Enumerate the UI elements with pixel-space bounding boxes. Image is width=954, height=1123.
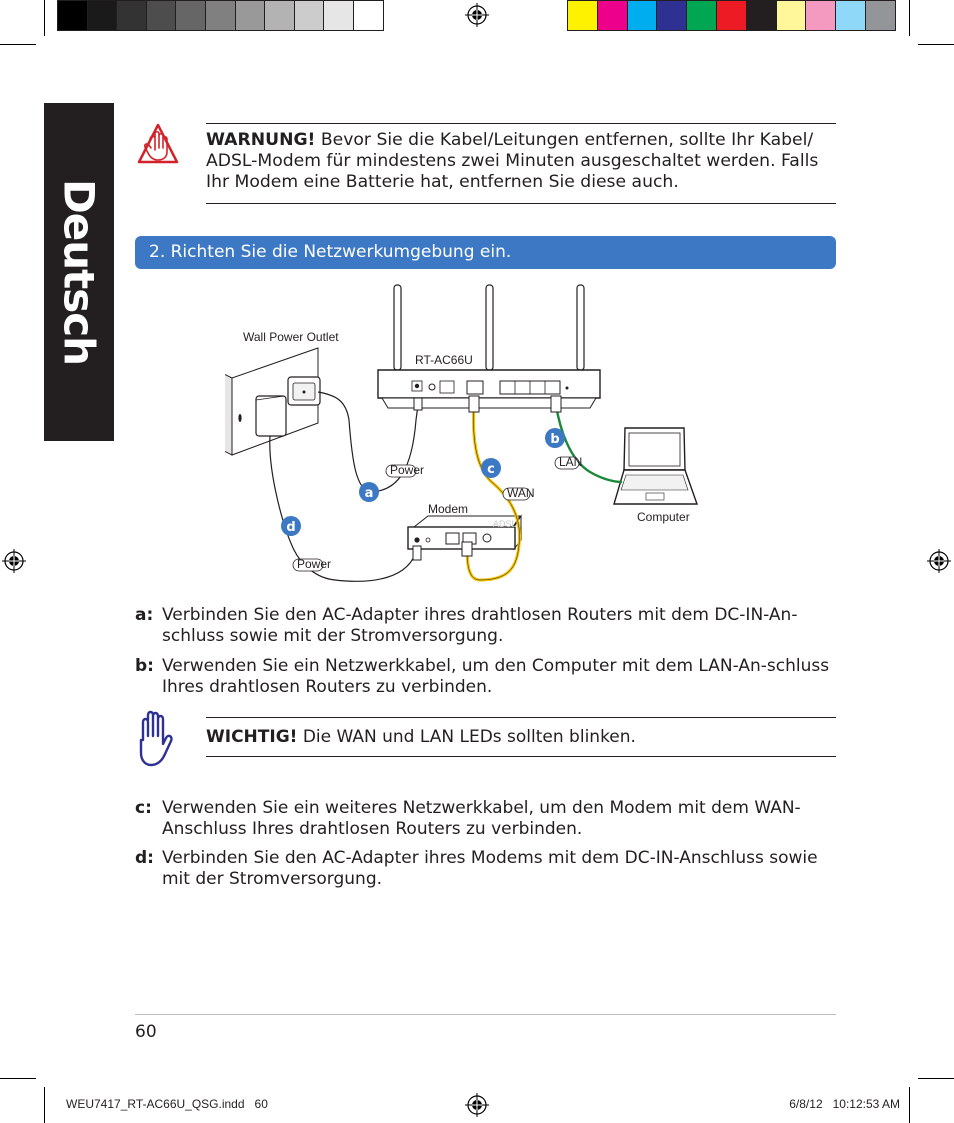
- instruction-c: c: Verwenden Sie ein weiteres Netzwerkka…: [135, 798, 835, 842]
- lan-tag: LAN: [559, 455, 582, 469]
- color-swatch: [626, 0, 658, 31]
- color-swatch: [57, 0, 88, 31]
- instruction-b-label: b:: [135, 656, 154, 676]
- modem-label: Modem: [428, 502, 468, 516]
- color-swatch: [205, 0, 236, 31]
- color-swatch: [293, 0, 325, 31]
- registration-mark-icon: [465, 1093, 489, 1117]
- color-swatch: [656, 0, 688, 31]
- instruction-d-label: d:: [135, 848, 154, 868]
- warning-icon: [137, 123, 179, 164]
- modem-illustration: ADSL: [407, 514, 522, 551]
- important-text: WICHTIG! Die WAN und LAN LEDs sollten bl…: [206, 727, 836, 748]
- instruction-c-label: c:: [135, 798, 152, 818]
- color-swatch: [175, 0, 206, 31]
- wall-outlet-label: Wall Power Outlet: [243, 330, 339, 344]
- wall-outlet-illustration: [225, 347, 321, 456]
- marker-b: b: [550, 432, 559, 447]
- step-heading-label: 2. Richten Sie die Netzwerkumgebung ein.: [149, 242, 512, 262]
- important-label: WICHTIG!: [206, 727, 298, 747]
- important-bottom-rule: [206, 756, 836, 757]
- color-swatch: [745, 0, 777, 31]
- crop-mark: [918, 1078, 954, 1079]
- language-side-tab: Deutsch: [44, 103, 114, 441]
- router-power-cable: [317, 391, 419, 493]
- instruction-c-text: Verwenden Sie ein weiteres Netzwerkkabel…: [162, 798, 801, 839]
- warning-body: Bevor Sie die Kabel/Leitungen entfernen,…: [206, 130, 819, 192]
- crop-mark: [909, 0, 910, 36]
- color-swatch: [145, 0, 177, 31]
- slug-date: 6/8/12 10:12:53 AM: [789, 1097, 900, 1111]
- color-swatch: [86, 0, 118, 31]
- warning-bottom-rule: [206, 203, 836, 204]
- slug-file-name: WEU7417_RT-AC66U_QSG.indd 60: [66, 1097, 268, 1111]
- page-number: 60: [135, 1022, 157, 1042]
- color-swatch: [264, 0, 295, 31]
- registration-mark-icon: [465, 3, 489, 27]
- hand-stop-icon: [139, 710, 173, 767]
- computer-label: Computer: [637, 510, 690, 524]
- instruction-d-text: Verbinden Sie den AC-Adapter ihres Modem…: [162, 848, 818, 889]
- modem-power-tag: Power: [297, 557, 331, 571]
- color-swatch: [323, 0, 354, 31]
- crop-mark: [44, 0, 45, 36]
- computer-illustration: [613, 427, 698, 505]
- crop-mark: [0, 44, 36, 45]
- color-swatch: [596, 0, 628, 31]
- important-top-rule: [206, 717, 836, 718]
- color-swatch: [234, 0, 266, 31]
- wan-cable-outline: [466, 404, 520, 581]
- crop-mark: [909, 1087, 910, 1123]
- warning-top-rule: [206, 123, 836, 124]
- router-model-label: RT-AC66U: [415, 353, 473, 367]
- color-swatch: [353, 0, 384, 31]
- instruction-b: b: Verwenden Sie ein Netzwerkkabel, um d…: [135, 656, 835, 700]
- color-swatch: [865, 0, 896, 31]
- marker-d: d: [286, 520, 295, 535]
- instruction-a-text: Verbinden Sie den AC-Adapter ihres draht…: [162, 605, 798, 646]
- color-swatch: [716, 0, 747, 31]
- marker-a: a: [365, 486, 374, 501]
- registration-mark-icon: [2, 549, 26, 573]
- network-setup-diagram: ADSL Wall Power Outlet RT-AC66U Modem Co…: [225, 284, 698, 582]
- step-heading: 2. Richten Sie die Netzwerkumgebung ein.: [135, 236, 836, 269]
- color-swatch: [116, 0, 147, 31]
- crop-mark: [918, 44, 954, 45]
- color-swatch: [835, 0, 866, 31]
- crop-mark: [0, 1078, 36, 1079]
- wan-tag: WAN: [507, 486, 535, 500]
- modem-power-cable: [269, 435, 418, 582]
- router-power-tag: Power: [390, 463, 424, 477]
- instruction-d: d: Verbinden Sie den AC-Adapter ihres Mo…: [135, 848, 835, 892]
- marker-c: c: [487, 462, 495, 477]
- color-swatch: [775, 0, 807, 31]
- color-swatch: [567, 0, 598, 31]
- svg-text:ADSL: ADSL: [493, 519, 517, 529]
- instruction-a-label: a:: [135, 605, 154, 625]
- registration-mark-icon: [927, 549, 951, 573]
- warning-text: WARNUNG! Bevor Sie die Kabel/Leitungen e…: [206, 130, 838, 193]
- crop-mark: [44, 1087, 45, 1123]
- important-body: Die WAN und LAN LEDs sollten blinken.: [297, 727, 636, 747]
- color-swatch: [805, 0, 837, 31]
- color-swatch: [686, 0, 717, 31]
- lan-cable: [554, 404, 623, 484]
- instruction-b-text: Verwenden Sie ein Netzwerkkabel, um den …: [162, 656, 830, 697]
- instruction-a: a: Verbinden Sie den AC-Adapter ihres dr…: [135, 605, 835, 649]
- footer-rule: [135, 1014, 836, 1015]
- router-illustration: [377, 284, 601, 409]
- language-label: Deutsch: [54, 178, 104, 366]
- warning-label: WARNUNG!: [206, 130, 316, 150]
